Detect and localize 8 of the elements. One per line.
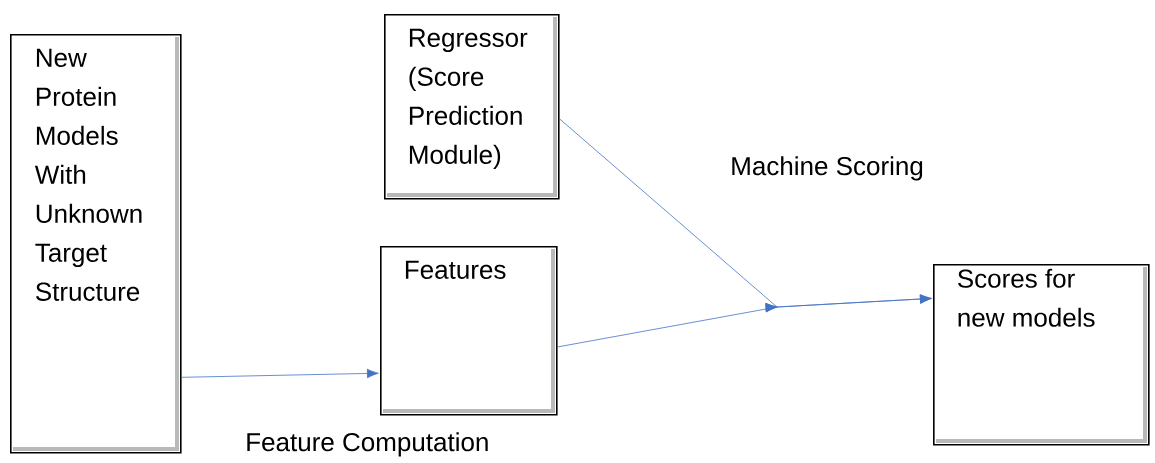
process-box: Scores for new models [933, 264, 1150, 446]
arrow [181, 368, 379, 379]
process-box: New Protein Models With Unknown Target Structure [10, 34, 182, 454]
process-box: Features [380, 246, 558, 416]
process-box: Regressor (Score Prediction Module) [384, 14, 560, 200]
note-text: Machine Scoring [732, 156, 923, 181]
arrow [557, 294, 932, 348]
note-text: Feature Computation [247, 432, 488, 457]
